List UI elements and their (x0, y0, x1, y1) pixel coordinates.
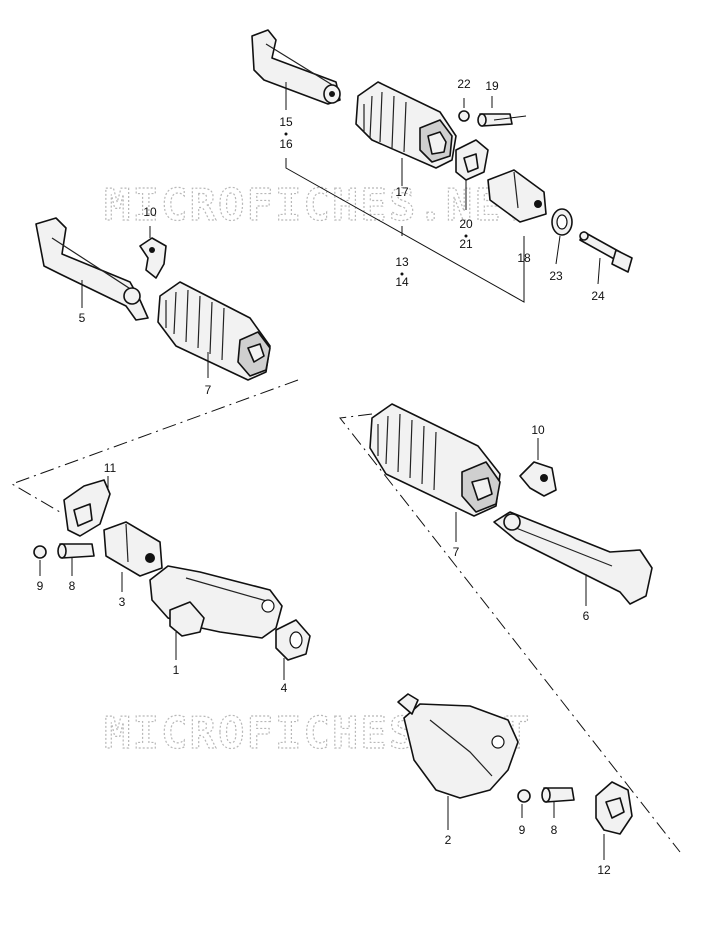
part-18-bracket[interactable] (487, 169, 547, 223)
part-17-footrest-rubber[interactable] (355, 81, 457, 169)
callout-7-right: 7 (453, 545, 460, 559)
callout-21: 21 (459, 237, 473, 251)
part-7-footrest-rubber-right[interactable] (369, 403, 501, 517)
part-6-footrest-bar[interactable] (493, 511, 653, 605)
callout-6: 6 (583, 609, 590, 623)
callout-24: 24 (591, 289, 605, 303)
callout-12: 12 (597, 863, 611, 877)
callout-18: 18 (517, 251, 531, 265)
callout-9-left: 9 (37, 579, 44, 593)
callout-17: 17 (395, 185, 409, 199)
callout-5: 5 (79, 311, 86, 325)
callout-16: 16 (279, 137, 293, 151)
part-11-plate[interactable] (63, 479, 111, 537)
part-22-nut[interactable] (458, 110, 470, 122)
part-1-footrest-holder[interactable] (149, 565, 283, 639)
callout-9-right: 9 (519, 823, 526, 837)
part-3-bracket[interactable] (103, 521, 163, 577)
part-2-footrest-holder[interactable] (397, 693, 519, 799)
callout-2: 2 (445, 833, 452, 847)
part-20-plate[interactable] (455, 139, 489, 181)
part-8-spring-right[interactable] (541, 787, 575, 803)
callout-23: 23 (549, 269, 563, 283)
callout-20: 20 (459, 217, 473, 231)
callout-8-left: 8 (69, 579, 76, 593)
watermark-top: MICROFICHES.NET (104, 180, 531, 231)
part-5-footrest-bar[interactable] (35, 217, 149, 321)
part-4-bush[interactable] (275, 619, 311, 661)
part-7-footrest-rubber[interactable] (157, 281, 271, 381)
part-8-spring[interactable] (57, 543, 95, 559)
part-10-clip[interactable] (139, 237, 167, 279)
part-12-plate[interactable] (595, 781, 633, 835)
part-9-nut[interactable] (33, 545, 47, 559)
callout-4: 4 (281, 681, 288, 695)
part-23-washer[interactable] (551, 208, 573, 236)
callout-11: 11 (104, 461, 117, 475)
callout-14: 14 (395, 275, 409, 289)
callout-13: 13 (395, 255, 409, 269)
part-10-clip-right[interactable] (519, 461, 557, 497)
callout-22: 22 (457, 77, 471, 91)
part-9-nut-right[interactable] (517, 789, 531, 803)
callout-15: 15 (279, 115, 293, 129)
callout-1: 1 (173, 663, 180, 677)
callout-7-left: 7 (205, 383, 212, 397)
callout-10-right: 10 (531, 423, 545, 437)
part-15-footrest-bar[interactable] (251, 29, 341, 105)
callout-19: 19 (485, 79, 499, 93)
callout-3: 3 (119, 595, 126, 609)
part-24-bolt[interactable] (579, 231, 633, 273)
callout-10-left: 10 (143, 205, 157, 219)
callout-8-right: 8 (551, 823, 558, 837)
